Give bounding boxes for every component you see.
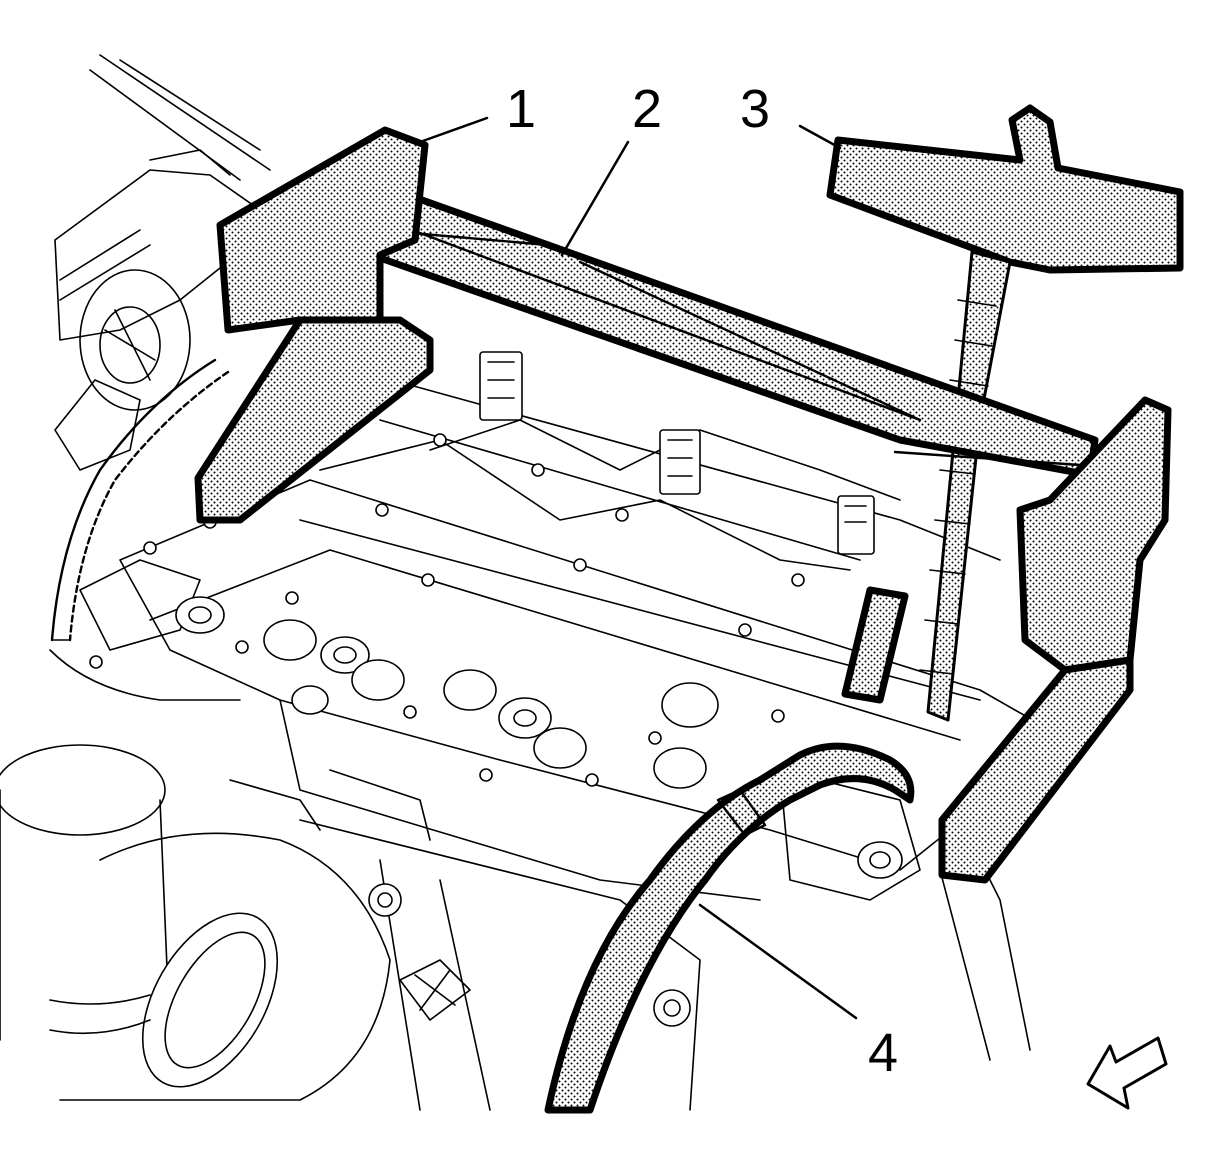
callout-4: 4 — [868, 1023, 899, 1083]
leader-2 — [560, 140, 630, 257]
cam-journals — [175, 596, 903, 879]
left-bracket — [216, 126, 429, 334]
front-arrow-icon — [1086, 1036, 1168, 1110]
leader-3 — [798, 124, 842, 150]
callout-3: 3 — [740, 79, 771, 139]
guide-tube — [544, 742, 915, 1114]
tool-assembly — [194, 104, 1184, 1114]
leader-1 — [418, 116, 489, 144]
callout-1: 1 — [506, 79, 537, 139]
t-handle — [826, 104, 1184, 274]
right-bracket — [1016, 396, 1172, 674]
callout-2: 2 — [632, 79, 663, 139]
leader-4 — [698, 903, 858, 1020]
injector-connectors — [479, 351, 875, 555]
right-leg — [938, 656, 1134, 884]
threaded-spindle — [926, 250, 1012, 722]
left-leg — [194, 316, 434, 524]
leader-lines — [418, 116, 858, 1020]
